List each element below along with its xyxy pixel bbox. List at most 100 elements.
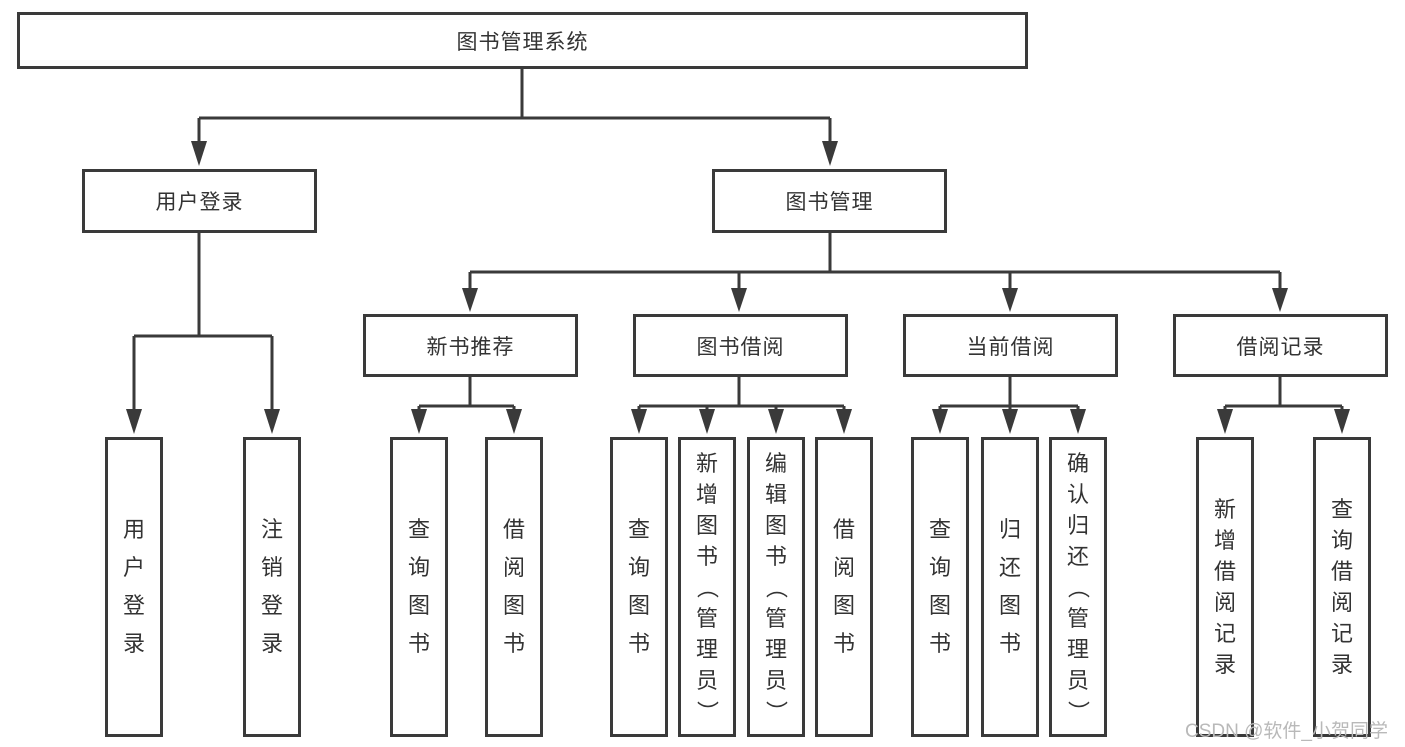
- arrowhead: [191, 141, 207, 166]
- vertical-char: 注: [260, 517, 283, 542]
- vertical-char: 图: [502, 593, 525, 618]
- vertical-char: 阅: [1330, 590, 1353, 615]
- vertical-char: 员: [764, 667, 787, 693]
- arrowhead: [1002, 288, 1018, 312]
- arrowhead: [462, 288, 478, 312]
- vertical-char: ）: [763, 699, 789, 722]
- vertical-char: 阅: [832, 555, 855, 580]
- vertical-char: 书: [764, 543, 787, 569]
- vertical-char: 录: [260, 631, 283, 656]
- vertical-char: （: [763, 575, 789, 598]
- arrowhead: [768, 409, 784, 434]
- vertical-char: 认: [1066, 481, 1089, 507]
- vertical-char: 查: [1330, 497, 1353, 522]
- connector-book-management-to-level3: [468, 233, 1282, 290]
- vertical-char: 理: [695, 636, 718, 662]
- leaf-borrow-book-recommend: 借阅图书: [485, 437, 543, 737]
- vertical-char: 借: [502, 517, 525, 542]
- leaf-logout: 注销登录: [243, 437, 301, 737]
- vertical-char: 录: [1330, 652, 1353, 677]
- node-new-book-recommend: 新书推荐: [363, 314, 578, 377]
- vertical-char: 图: [695, 512, 718, 538]
- leaf-borrow-book: 借阅图书: [815, 437, 873, 737]
- csdn-watermark: CSDN @软件_小贺同学: [1185, 721, 1388, 742]
- node-current-borrow: 当前借阅: [903, 314, 1118, 377]
- arrowhead: [506, 409, 522, 434]
- leaf-user-login: 用户登录: [105, 437, 163, 737]
- vertical-char: 还: [1066, 543, 1089, 569]
- vertical-char: 书: [695, 543, 718, 569]
- vertical-char: 户: [122, 555, 145, 580]
- vertical-char: 书: [928, 631, 951, 656]
- vertical-char: 借: [1330, 559, 1353, 584]
- vertical-char: 理: [764, 636, 787, 662]
- connector-book-borrow-to-leaves: [637, 377, 846, 411]
- vertical-char: 新: [1213, 497, 1236, 522]
- node-borrow-records: 借阅记录: [1173, 314, 1388, 377]
- vertical-char: 图: [832, 593, 855, 618]
- arrowhead: [699, 409, 715, 434]
- vertical-char: 归: [1066, 512, 1089, 538]
- arrowhead: [1334, 409, 1350, 434]
- vertical-char: 还: [998, 555, 1021, 580]
- connector-root-to-level2: [197, 68, 832, 144]
- arrowhead: [932, 409, 948, 434]
- vertical-char: 记: [1330, 621, 1353, 646]
- node-user-login: 用户登录: [82, 169, 317, 233]
- leaf-confirm-return-admin: 确认归还（管理员）: [1049, 437, 1107, 737]
- vertical-char: 阅: [1213, 590, 1236, 615]
- vertical-char: 员: [695, 667, 718, 693]
- vertical-char: 图: [407, 593, 430, 618]
- connector-current-borrow-to-leaves: [938, 377, 1080, 411]
- leaf-add-book-admin: 新增图书（管理员）: [678, 437, 736, 737]
- node-book-borrow: 图书借阅: [633, 314, 848, 377]
- arrowhead: [1070, 409, 1086, 434]
- vertical-char: 新: [695, 450, 718, 476]
- vertical-char: 借: [832, 517, 855, 542]
- vertical-char: 图: [627, 593, 650, 618]
- arrowhead: [1217, 409, 1233, 434]
- node-book-management: 图书管理: [712, 169, 947, 233]
- vertical-char: 销: [260, 555, 283, 580]
- vertical-char: 增: [1213, 528, 1236, 553]
- vertical-char: 借: [1213, 559, 1236, 584]
- arrowhead: [411, 409, 427, 434]
- vertical-char: 图: [764, 512, 787, 538]
- leaf-query-book-borrow: 查询图书: [610, 437, 668, 737]
- vertical-char: 理: [1066, 636, 1089, 662]
- vertical-char: 辑: [764, 481, 787, 507]
- connector-borrow-records-to-leaves: [1223, 377, 1344, 411]
- vertical-char: 询: [928, 555, 951, 580]
- vertical-char: 管: [695, 605, 718, 631]
- vertical-char: 书: [407, 631, 430, 656]
- vertical-char: 询: [627, 555, 650, 580]
- vertical-char: ）: [694, 699, 720, 722]
- arrowhead: [1272, 288, 1288, 312]
- leaf-query-book-current: 查询图书: [911, 437, 969, 737]
- vertical-char: 编: [764, 450, 787, 476]
- vertical-char: 员: [1066, 667, 1089, 693]
- vertical-char: 询: [1330, 528, 1353, 553]
- arrowhead: [836, 409, 852, 434]
- vertical-char: 录: [1213, 652, 1236, 677]
- vertical-char: 查: [627, 517, 650, 542]
- leaf-return-book: 归还图书: [981, 437, 1039, 737]
- arrowhead: [1002, 409, 1018, 434]
- vertical-char: （: [1065, 575, 1091, 598]
- leaf-edit-book-admin: 编辑图书 （ 管理员 ）: [747, 437, 805, 737]
- connector-user-login-to-leaves: [132, 233, 274, 411]
- leaf-query-book-recommend: 查询图书: [390, 437, 448, 737]
- vertical-char: 管: [764, 605, 787, 631]
- arrowhead: [126, 409, 142, 434]
- vertical-char: 书: [502, 631, 525, 656]
- vertical-char: 查: [928, 517, 951, 542]
- vertical-char: 书: [627, 631, 650, 656]
- leaf-query-borrow-record: 查询借阅记录: [1313, 437, 1371, 737]
- vertical-char: 阅: [502, 555, 525, 580]
- vertical-char: 确: [1066, 450, 1089, 476]
- arrowhead: [731, 288, 747, 312]
- node-root-library-system: 图书管理系统: [17, 12, 1028, 69]
- vertical-char: 用: [122, 517, 145, 542]
- vertical-char: 增: [695, 481, 718, 507]
